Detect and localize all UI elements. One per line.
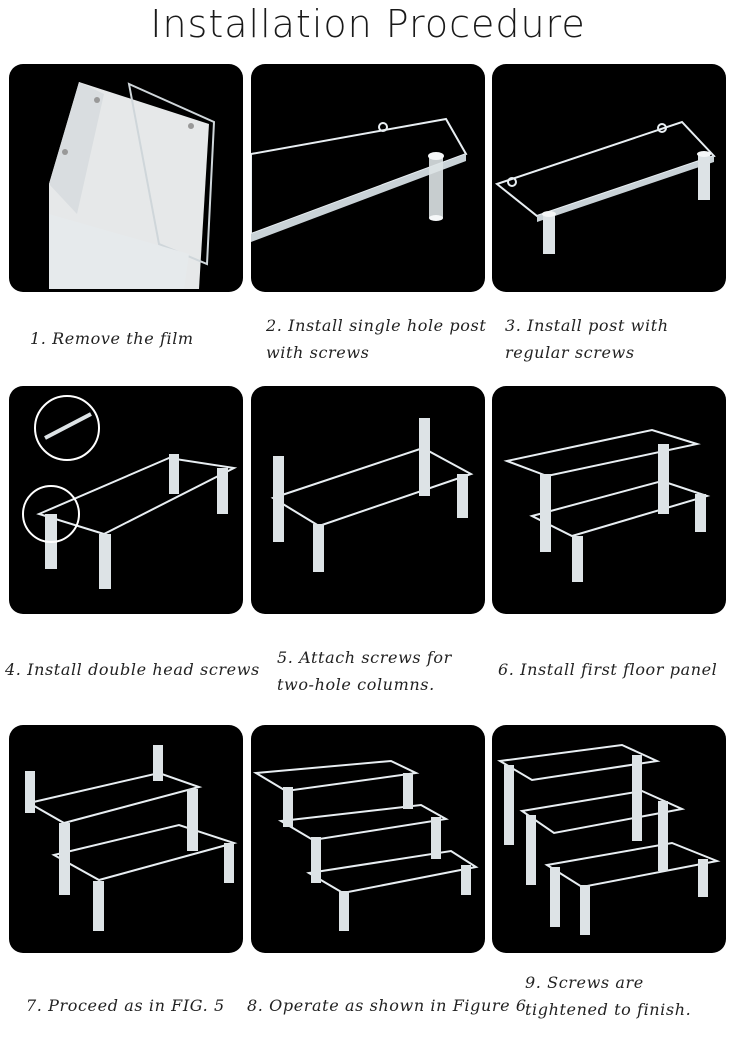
step-1-caption-line1: 1. Remove the film (30, 329, 194, 348)
step-6-caption: 6. Install first floor panel (498, 656, 717, 683)
step-6-caption-line1: 6. Install first floor panel (498, 660, 718, 679)
step-7-caption: 7. Proceed as in FIG. 5 (26, 992, 225, 1019)
step-2-caption: 2. Install single hole post with screws (266, 312, 486, 366)
step-1-caption: 1. Remove the film (30, 325, 194, 352)
step-9-image (492, 725, 726, 953)
step-3-caption-line2: regular screws (505, 343, 635, 362)
step-4-image (9, 386, 243, 614)
step-1-image (9, 64, 243, 292)
step-7-caption-line1: 7. Proceed as in FIG. 5 (26, 996, 225, 1015)
step-7-image (9, 725, 243, 953)
page-title: Installation Procedure (150, 2, 586, 46)
step-2-caption-line1: 2. Install single hole post (266, 316, 487, 335)
step-3-image (492, 64, 726, 292)
step-9-caption: 9. Screws are tightened to finish. (525, 969, 691, 1023)
step-8-image (251, 725, 485, 953)
step-8-caption: 8. Operate as shown in Figure 6 (247, 992, 527, 1019)
step-3-caption-line1: 3. Install post with (505, 316, 669, 335)
step-5-caption-line1: 5. Attach screws for (277, 648, 452, 667)
step-5-caption-line2: two-hole columns. (277, 675, 435, 694)
step-8-caption-line1: 8. Operate as shown in Figure 6 (247, 996, 527, 1015)
step-5-caption: 5. Attach screws for two-hole columns. (277, 644, 452, 698)
step-5-image (251, 386, 485, 614)
step-9-caption-line2: tightened to finish. (525, 1000, 692, 1019)
step-6-image (492, 386, 726, 614)
step-2-caption-line2: with screws (266, 343, 370, 362)
step-4-caption-line1: 4. Install double head screws (5, 660, 260, 679)
step-2-image (251, 64, 485, 292)
step-3-caption: 3. Install post with regular screws (505, 312, 669, 366)
step-9-caption-line1: 9. Screws are (525, 973, 644, 992)
step-4-caption: 4. Install double head screws (5, 656, 260, 683)
